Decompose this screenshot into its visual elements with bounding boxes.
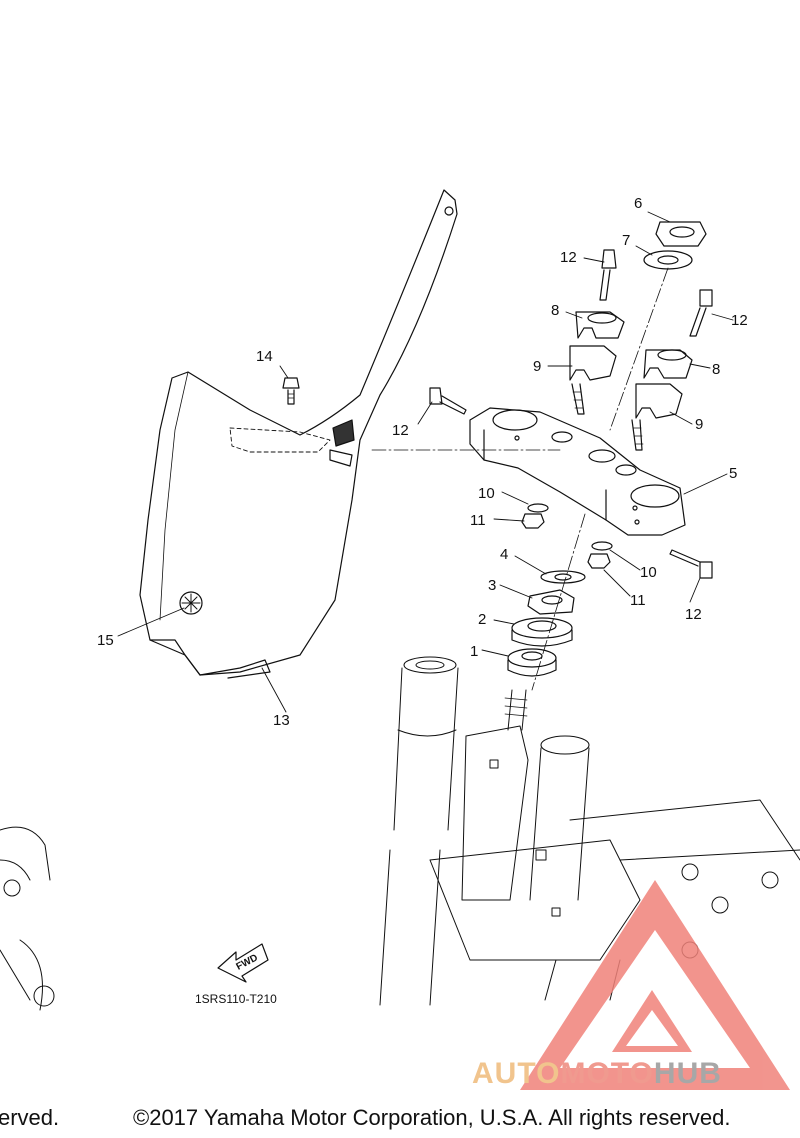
callout-1: 1 <box>470 643 479 660</box>
fwd-arrow <box>217 943 269 983</box>
washers-nuts <box>521 503 613 569</box>
watermark-part-moto: MOTO <box>560 1057 654 1090</box>
copyright-text: ©2017 Yamaha Motor Corporation, U.S.A. A… <box>133 1105 731 1130</box>
callout-13: 13 <box>273 712 290 729</box>
watermark-part-hub: HUB <box>653 1057 722 1090</box>
handlebar-holders <box>569 311 693 451</box>
frame-left-fragment <box>0 826 55 1011</box>
upper-triple-clamp <box>469 407 686 536</box>
callout-12-left: 12 <box>392 422 409 439</box>
callout-11-left: 11 <box>470 512 486 529</box>
callout-8-left: 8 <box>551 302 560 319</box>
copyright-left-fragment: erved. <box>0 1105 60 1130</box>
copyright-footer: erved. ©2017 Yamaha Motor Corporation, U… <box>0 1103 800 1133</box>
callout-10-right: 10 <box>640 564 657 581</box>
callout-8-right: 8 <box>712 361 721 378</box>
callout-9-right: 9 <box>695 416 704 433</box>
callout-11-right: 11 <box>630 592 646 609</box>
fork-and-frame <box>379 656 800 1006</box>
watermark-part-auto: AUTO <box>472 1057 561 1090</box>
callout-2: 2 <box>478 611 487 628</box>
callout-12-bottom: 12 <box>685 606 702 623</box>
callout-3: 3 <box>488 577 497 594</box>
number-plate <box>139 189 458 679</box>
callout-15: 15 <box>97 632 114 649</box>
callout-12-top: 12 <box>560 249 577 266</box>
callout-10-left: 10 <box>478 485 495 502</box>
callout-4: 4 <box>500 546 509 563</box>
callout-7: 7 <box>622 232 631 249</box>
nut-and-washer <box>643 221 707 270</box>
callout-6: 6 <box>634 195 643 212</box>
callout-12-right: 12 <box>731 312 748 329</box>
bolt-14 <box>282 377 300 405</box>
steering-stack <box>507 570 586 677</box>
callout-9-left: 9 <box>533 358 542 375</box>
callout-5: 5 <box>729 465 738 482</box>
diagram-code: 1SRS110-T210 <box>195 992 277 1006</box>
leader-lines <box>117 211 734 713</box>
callout-14: 14 <box>256 348 273 365</box>
watermark-text: AUTOMOTOHUB <box>472 1057 722 1091</box>
center-lines <box>371 267 669 691</box>
watermark-logo <box>520 880 790 1090</box>
